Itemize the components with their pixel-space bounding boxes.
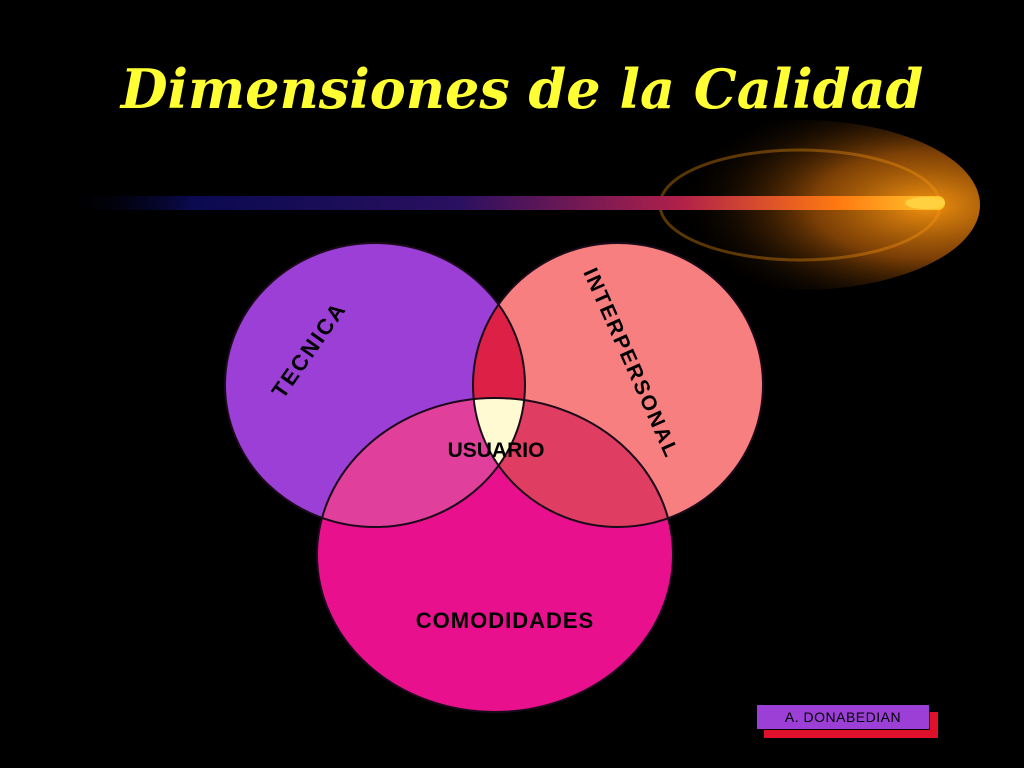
label-comodidades: COMODIDADES (416, 608, 594, 633)
set-comodidades-outline (316, 397, 674, 713)
title-shadow: Dimensiones de la Calidad (122, 60, 927, 124)
label-usuario: USUARIO (448, 439, 545, 462)
author-badge: A. DONABEDIAN (756, 704, 930, 730)
comet-head (905, 197, 945, 209)
overlap-interpersonal-comodidades (473, 398, 673, 527)
overlap-tecnica-comodidades (317, 398, 525, 527)
set-interpersonal-outline (472, 242, 764, 528)
venn-diagram: TECNICA INTERPERSONAL COMODIDADES USUARI… (224, 242, 764, 713)
comet-tail (60, 196, 945, 210)
comet-streak-decoration (60, 120, 980, 290)
slide-title: Dimensiones de la Calidad (119, 57, 924, 121)
author-label: A. DONABEDIAN (784, 709, 902, 725)
set-tecnica-outline (224, 242, 526, 528)
